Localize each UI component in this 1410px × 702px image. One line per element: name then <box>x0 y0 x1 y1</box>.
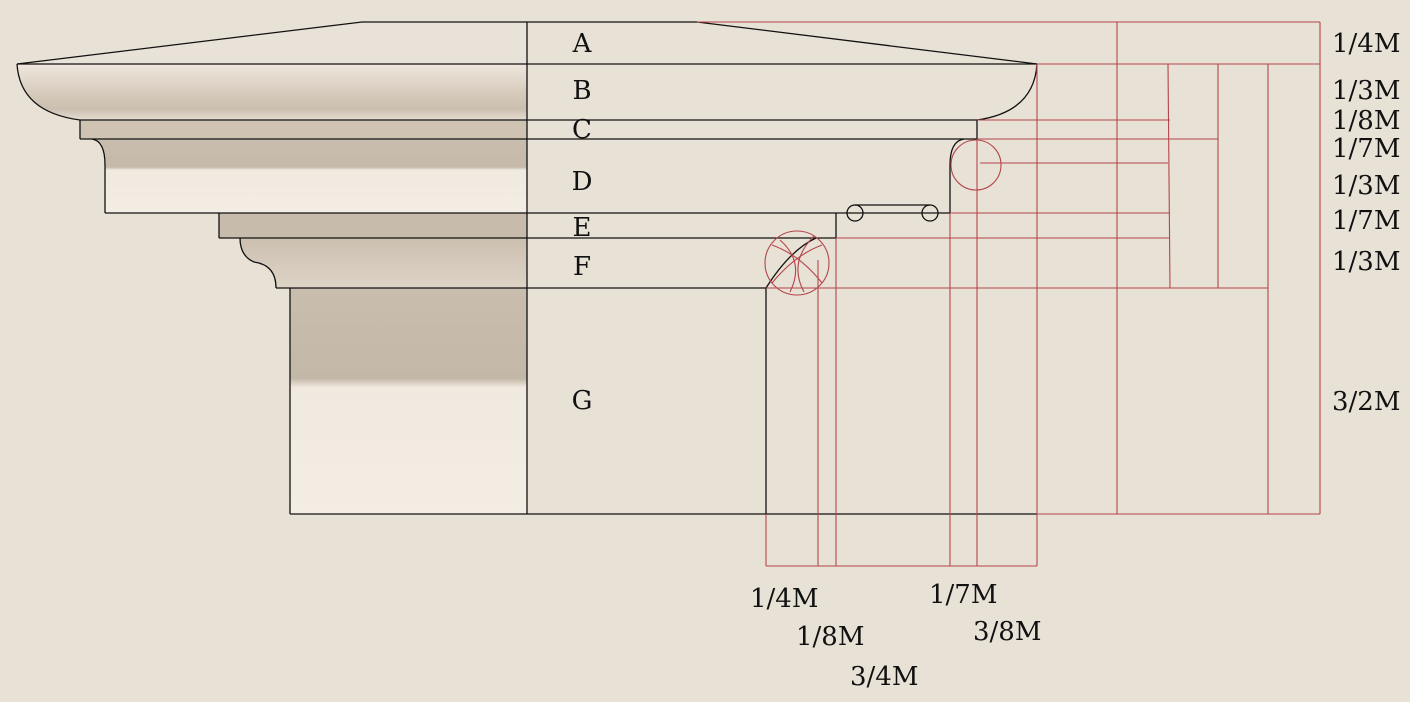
measure-h-3: 3/4M <box>850 662 918 692</box>
measure-h-5: 3/8M <box>973 617 1041 647</box>
measure-e: 1/7M <box>1332 206 1400 236</box>
measure-f: 1/3M <box>1332 247 1400 277</box>
fillet-c <box>80 120 527 139</box>
measure-h-2: 1/8M <box>796 622 864 652</box>
construction-lines <box>697 21 1321 567</box>
layer-label-d: D <box>572 167 593 197</box>
rendered-profile <box>17 22 527 514</box>
layer-label-c: C <box>572 115 592 145</box>
measure-c: 1/8M <box>1332 106 1400 136</box>
measure-h-4: 1/7M <box>929 580 997 610</box>
profile-outline <box>16 21 1038 515</box>
layer-labels: A B C D E F G <box>572 29 593 416</box>
measure-g: 3/2M <box>1332 387 1400 417</box>
measure-a: 1/4M <box>1332 29 1400 59</box>
measure-h-1: 1/4M <box>750 584 818 614</box>
measure-b: 1/3M <box>1332 76 1400 106</box>
shaft-g <box>290 288 527 514</box>
cavetto-f <box>240 238 527 288</box>
layer-label-a: A <box>572 29 593 59</box>
cavetto-d <box>92 139 527 213</box>
echinus-b <box>17 64 527 120</box>
layer-label-e: E <box>573 213 592 243</box>
abacus-top-slope <box>17 22 527 64</box>
measure-d: 1/3M <box>1332 171 1400 201</box>
fillet-e <box>219 213 527 238</box>
vertical-measures: 1/4M 1/3M 1/8M 1/7M 1/3M 1/7M 1/3M 3/2M <box>1332 29 1400 417</box>
measure-d-top: 1/7M <box>1332 134 1400 164</box>
layer-label-g: G <box>572 386 593 416</box>
layer-label-f: F <box>573 252 591 282</box>
horizontal-measures: 1/4M 1/8M 3/4M 1/7M 3/8M <box>750 580 1041 692</box>
layer-label-b: B <box>572 76 591 106</box>
